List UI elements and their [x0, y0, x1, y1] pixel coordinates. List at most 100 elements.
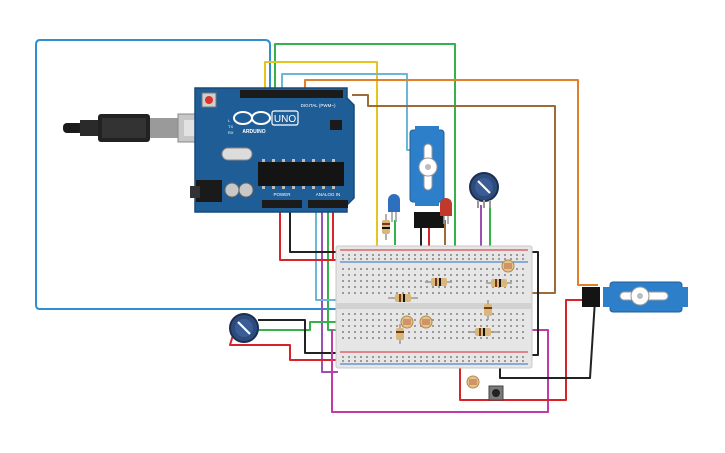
breadboard-hole	[390, 331, 392, 333]
breadboard-hole	[384, 274, 386, 276]
photoresistor-1	[400, 315, 414, 329]
breadboard-hole	[360, 258, 362, 260]
breadboard-hole	[342, 254, 344, 256]
breadboard-hole	[342, 313, 344, 315]
analog-label: ANALOG IN	[316, 192, 341, 197]
breadboard-hole	[390, 319, 392, 321]
breadboard-hole	[390, 280, 392, 282]
breadboard-hole	[498, 254, 500, 256]
breadboard-hole	[342, 268, 344, 270]
breadboard-hole	[468, 360, 470, 362]
power-label: POWER	[273, 192, 291, 197]
breadboard-hole	[468, 258, 470, 260]
breadboard-hole	[354, 280, 356, 282]
breadboard-hole	[420, 292, 422, 294]
breadboard-hole	[516, 360, 518, 362]
breadboard-hole	[384, 292, 386, 294]
breadboard-hole	[516, 268, 518, 270]
breadboard-hole	[348, 280, 350, 282]
breadboard-hole	[402, 254, 404, 256]
push-button[interactable]	[488, 385, 504, 401]
photoresistor-4	[466, 375, 480, 389]
breadboard-hole	[456, 313, 458, 315]
breadboard-hole	[384, 268, 386, 270]
breadboard-hole	[516, 356, 518, 358]
breadboard-hole	[378, 258, 380, 260]
breadboard-hole	[390, 313, 392, 315]
breadboard-hole	[486, 280, 488, 282]
breadboard-hole	[438, 254, 440, 256]
breadboard-hole	[408, 258, 410, 260]
breadboard-hole	[522, 337, 524, 339]
breadboard-hole	[504, 292, 506, 294]
breadboard-hole	[474, 254, 476, 256]
breadboard-hole	[372, 292, 374, 294]
breadboard-hole	[492, 325, 494, 327]
breadboard-hole	[522, 319, 524, 321]
breadboard-hole	[480, 292, 482, 294]
breadboard-hole	[456, 337, 458, 339]
breadboard-hole	[348, 360, 350, 362]
breadboard-hole	[426, 337, 428, 339]
breadboard-hole	[510, 360, 512, 362]
breadboard-hole	[480, 319, 482, 321]
breadboard-hole	[522, 292, 524, 294]
breadboard-hole	[384, 356, 386, 358]
breadboard-hole	[384, 319, 386, 321]
breadboard-hole	[498, 325, 500, 327]
breadboard-hole	[486, 337, 488, 339]
breadboard-hole	[402, 286, 404, 288]
breadboard-hole	[504, 319, 506, 321]
breadboard-hole	[522, 325, 524, 327]
breadboard-hole	[474, 325, 476, 327]
breadboard-hole	[426, 280, 428, 282]
breadboard-hole	[432, 313, 434, 315]
breadboard-hole	[342, 360, 344, 362]
wire-blue-left	[35, 39, 461, 310]
usb-cable	[63, 113, 217, 143]
breadboard-hole	[378, 292, 380, 294]
breadboard-hole	[504, 337, 506, 339]
breadboard-hole	[408, 292, 410, 294]
breadboard-hole	[492, 268, 494, 270]
breadboard-hole	[372, 325, 374, 327]
breadboard-hole	[450, 356, 452, 358]
breadboard-hole	[444, 286, 446, 288]
breadboard-hole	[432, 274, 434, 276]
breadboard-hole	[450, 286, 452, 288]
breadboard-hole	[360, 356, 362, 358]
breadboard-hole	[342, 274, 344, 276]
breadboard-hole	[342, 280, 344, 282]
breadboard-hole	[498, 337, 500, 339]
breadboard-hole	[396, 325, 398, 327]
breadboard-hole	[432, 254, 434, 256]
breadboard-hole	[360, 319, 362, 321]
breadboard-hole	[462, 356, 464, 358]
breadboard-hole	[378, 274, 380, 276]
breadboard-hole	[390, 258, 392, 260]
breadboard-hole	[474, 292, 476, 294]
breadboard-hole	[516, 280, 518, 282]
potentiometer-right[interactable]	[469, 172, 499, 208]
breadboard-hole	[462, 313, 464, 315]
breadboard-hole	[510, 337, 512, 339]
breadboard-hole	[492, 258, 494, 260]
breadboard-hole	[420, 286, 422, 288]
wire-orange	[304, 79, 598, 286]
breadboard-hole	[498, 292, 500, 294]
breadboard-hole	[348, 274, 350, 276]
wire-pot-left-black	[258, 319, 338, 354]
breadboard-hole	[480, 313, 482, 315]
breadboard-hole	[378, 337, 380, 339]
breadboard-hole	[360, 268, 362, 270]
breadboard-hole	[414, 356, 416, 358]
breadboard-hole	[522, 254, 524, 256]
breadboard-hole	[516, 258, 518, 260]
potentiometer-left[interactable]	[229, 313, 259, 343]
breadboard-hole	[366, 268, 368, 270]
atmega-chip	[258, 162, 344, 186]
breadboard-hole	[354, 313, 356, 315]
breadboard-hole	[486, 254, 488, 256]
resistor-2	[388, 294, 418, 302]
breadboard-hole	[366, 280, 368, 282]
